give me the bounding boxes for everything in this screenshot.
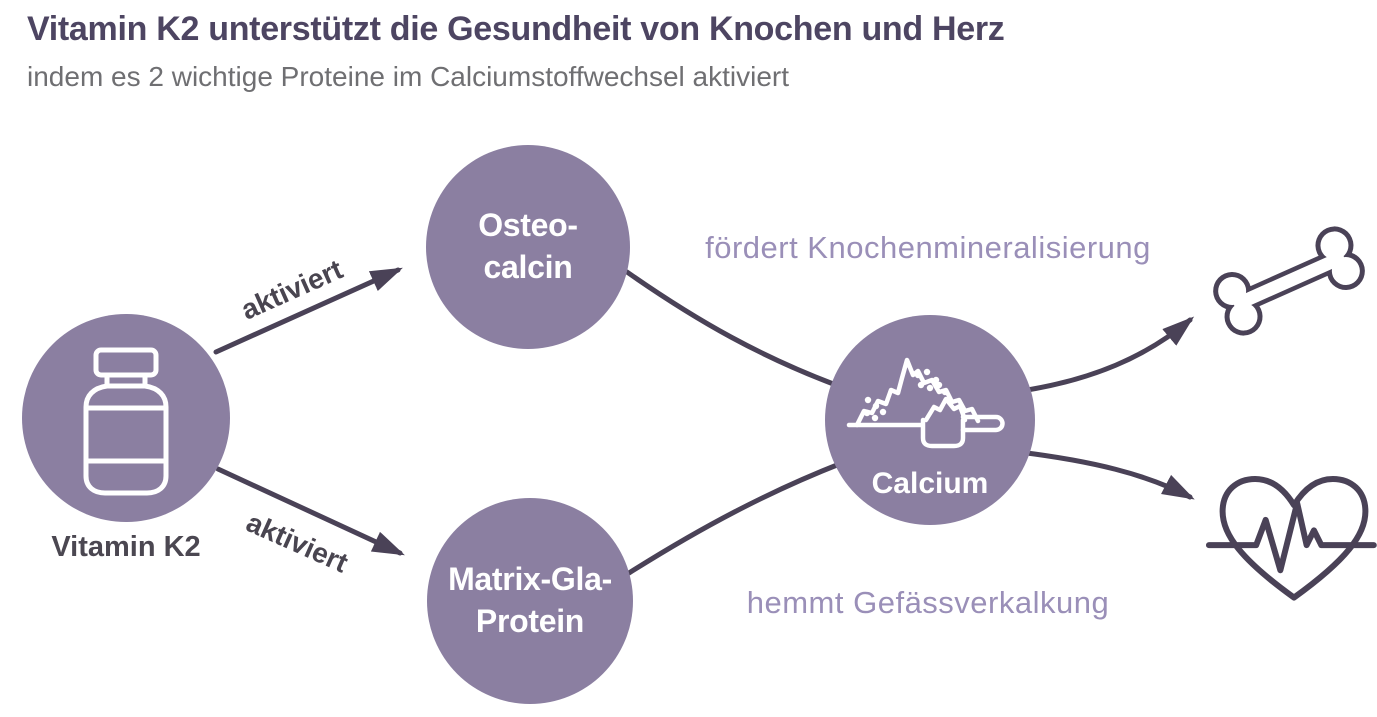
bone-icon [1213, 226, 1365, 336]
supplement-bottle-icon [83, 347, 169, 496]
page-title: Vitamin K2 unterstützt die Gesundheit vo… [27, 10, 1005, 48]
matrix-gla-protein-label: Matrix-Gla- Protein [448, 561, 612, 639]
node-matrix-gla-protein: Matrix-Gla- Protein [427, 498, 633, 704]
node-osteocalcin: Osteo- calcin [426, 145, 630, 349]
effect-label-bone-mineralization: fördert Knochenmineralisierung [705, 230, 1151, 265]
curve-calcium-to-heart [1016, 449, 1195, 500]
curve-calcium-to-bone [1018, 316, 1195, 394]
vitamin-k2-label: Vitamin K2 [51, 531, 201, 563]
curve-matrix-to-calcium [626, 460, 845, 576]
node-calcium: Calcium [825, 315, 1035, 525]
heart-ekg-icon [1205, 475, 1377, 601]
arrow-activates-osteocalcin [213, 267, 403, 355]
calcium-powder-scoop-icon [846, 357, 1005, 449]
osteocalcin-label: Osteo- calcin [478, 207, 578, 285]
arrow-activates-matrix [215, 466, 405, 556]
page-subtitle: indem es 2 wichtige Proteine im Calciums… [27, 61, 790, 92]
calcium-label: Calcium [871, 467, 989, 500]
curve-osteocalcin-to-calcium [624, 269, 839, 388]
node-vitamin-k2 [22, 314, 230, 522]
effect-label-vessel-calcification: hemmt Gefässverkalkung [746, 585, 1110, 620]
